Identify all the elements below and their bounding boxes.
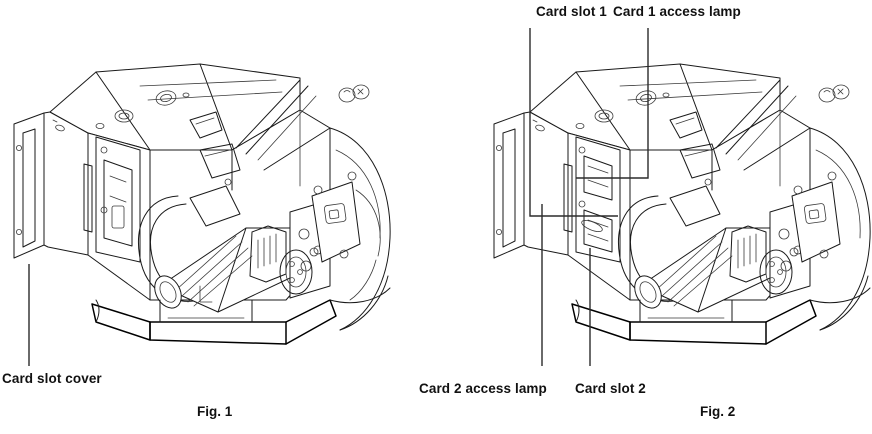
caption-figure-2: Fig. 2 xyxy=(700,404,736,419)
camera-top-deck-2 xyxy=(529,63,850,151)
camera-base-plate xyxy=(91,285,391,345)
figure-2 xyxy=(432,0,872,434)
label-card-2-access-lamp: Card 2 access lamp xyxy=(419,381,547,396)
figure-1 xyxy=(13,63,391,366)
leader-card-slot-1 xyxy=(529,28,618,217)
card-slot-cover-part-2 xyxy=(493,111,579,259)
camera-base-plate-2 xyxy=(571,287,871,345)
card-2-access-lamp-dot xyxy=(578,200,586,208)
card-slots-interior xyxy=(563,136,621,263)
caption-figure-1: Fig. 1 xyxy=(197,404,233,419)
figure-1-drawing xyxy=(13,63,391,366)
label-card-slot-1: Card slot 1 xyxy=(536,4,607,19)
camera-rear-grip xyxy=(309,127,391,331)
camera-rear-grip-2 xyxy=(789,127,871,331)
card-slot-cover-part xyxy=(13,111,99,259)
leader-card-1-access-lamp xyxy=(576,28,649,179)
card-1-access-lamp-dot xyxy=(578,146,586,154)
card-slot-interior xyxy=(83,136,141,263)
label-card-slot-2: Card slot 2 xyxy=(575,381,646,396)
label-card-1-access-lamp: Card 1 access lamp xyxy=(613,4,741,19)
figure-2-drawing xyxy=(493,28,871,366)
camera-top-deck xyxy=(49,63,370,151)
label-card-slot-cover: Card slot cover xyxy=(2,371,102,386)
lens-connector-assembly xyxy=(138,195,331,313)
card-slot-1-opening xyxy=(583,155,613,201)
leaders-figure-2 xyxy=(529,28,649,366)
